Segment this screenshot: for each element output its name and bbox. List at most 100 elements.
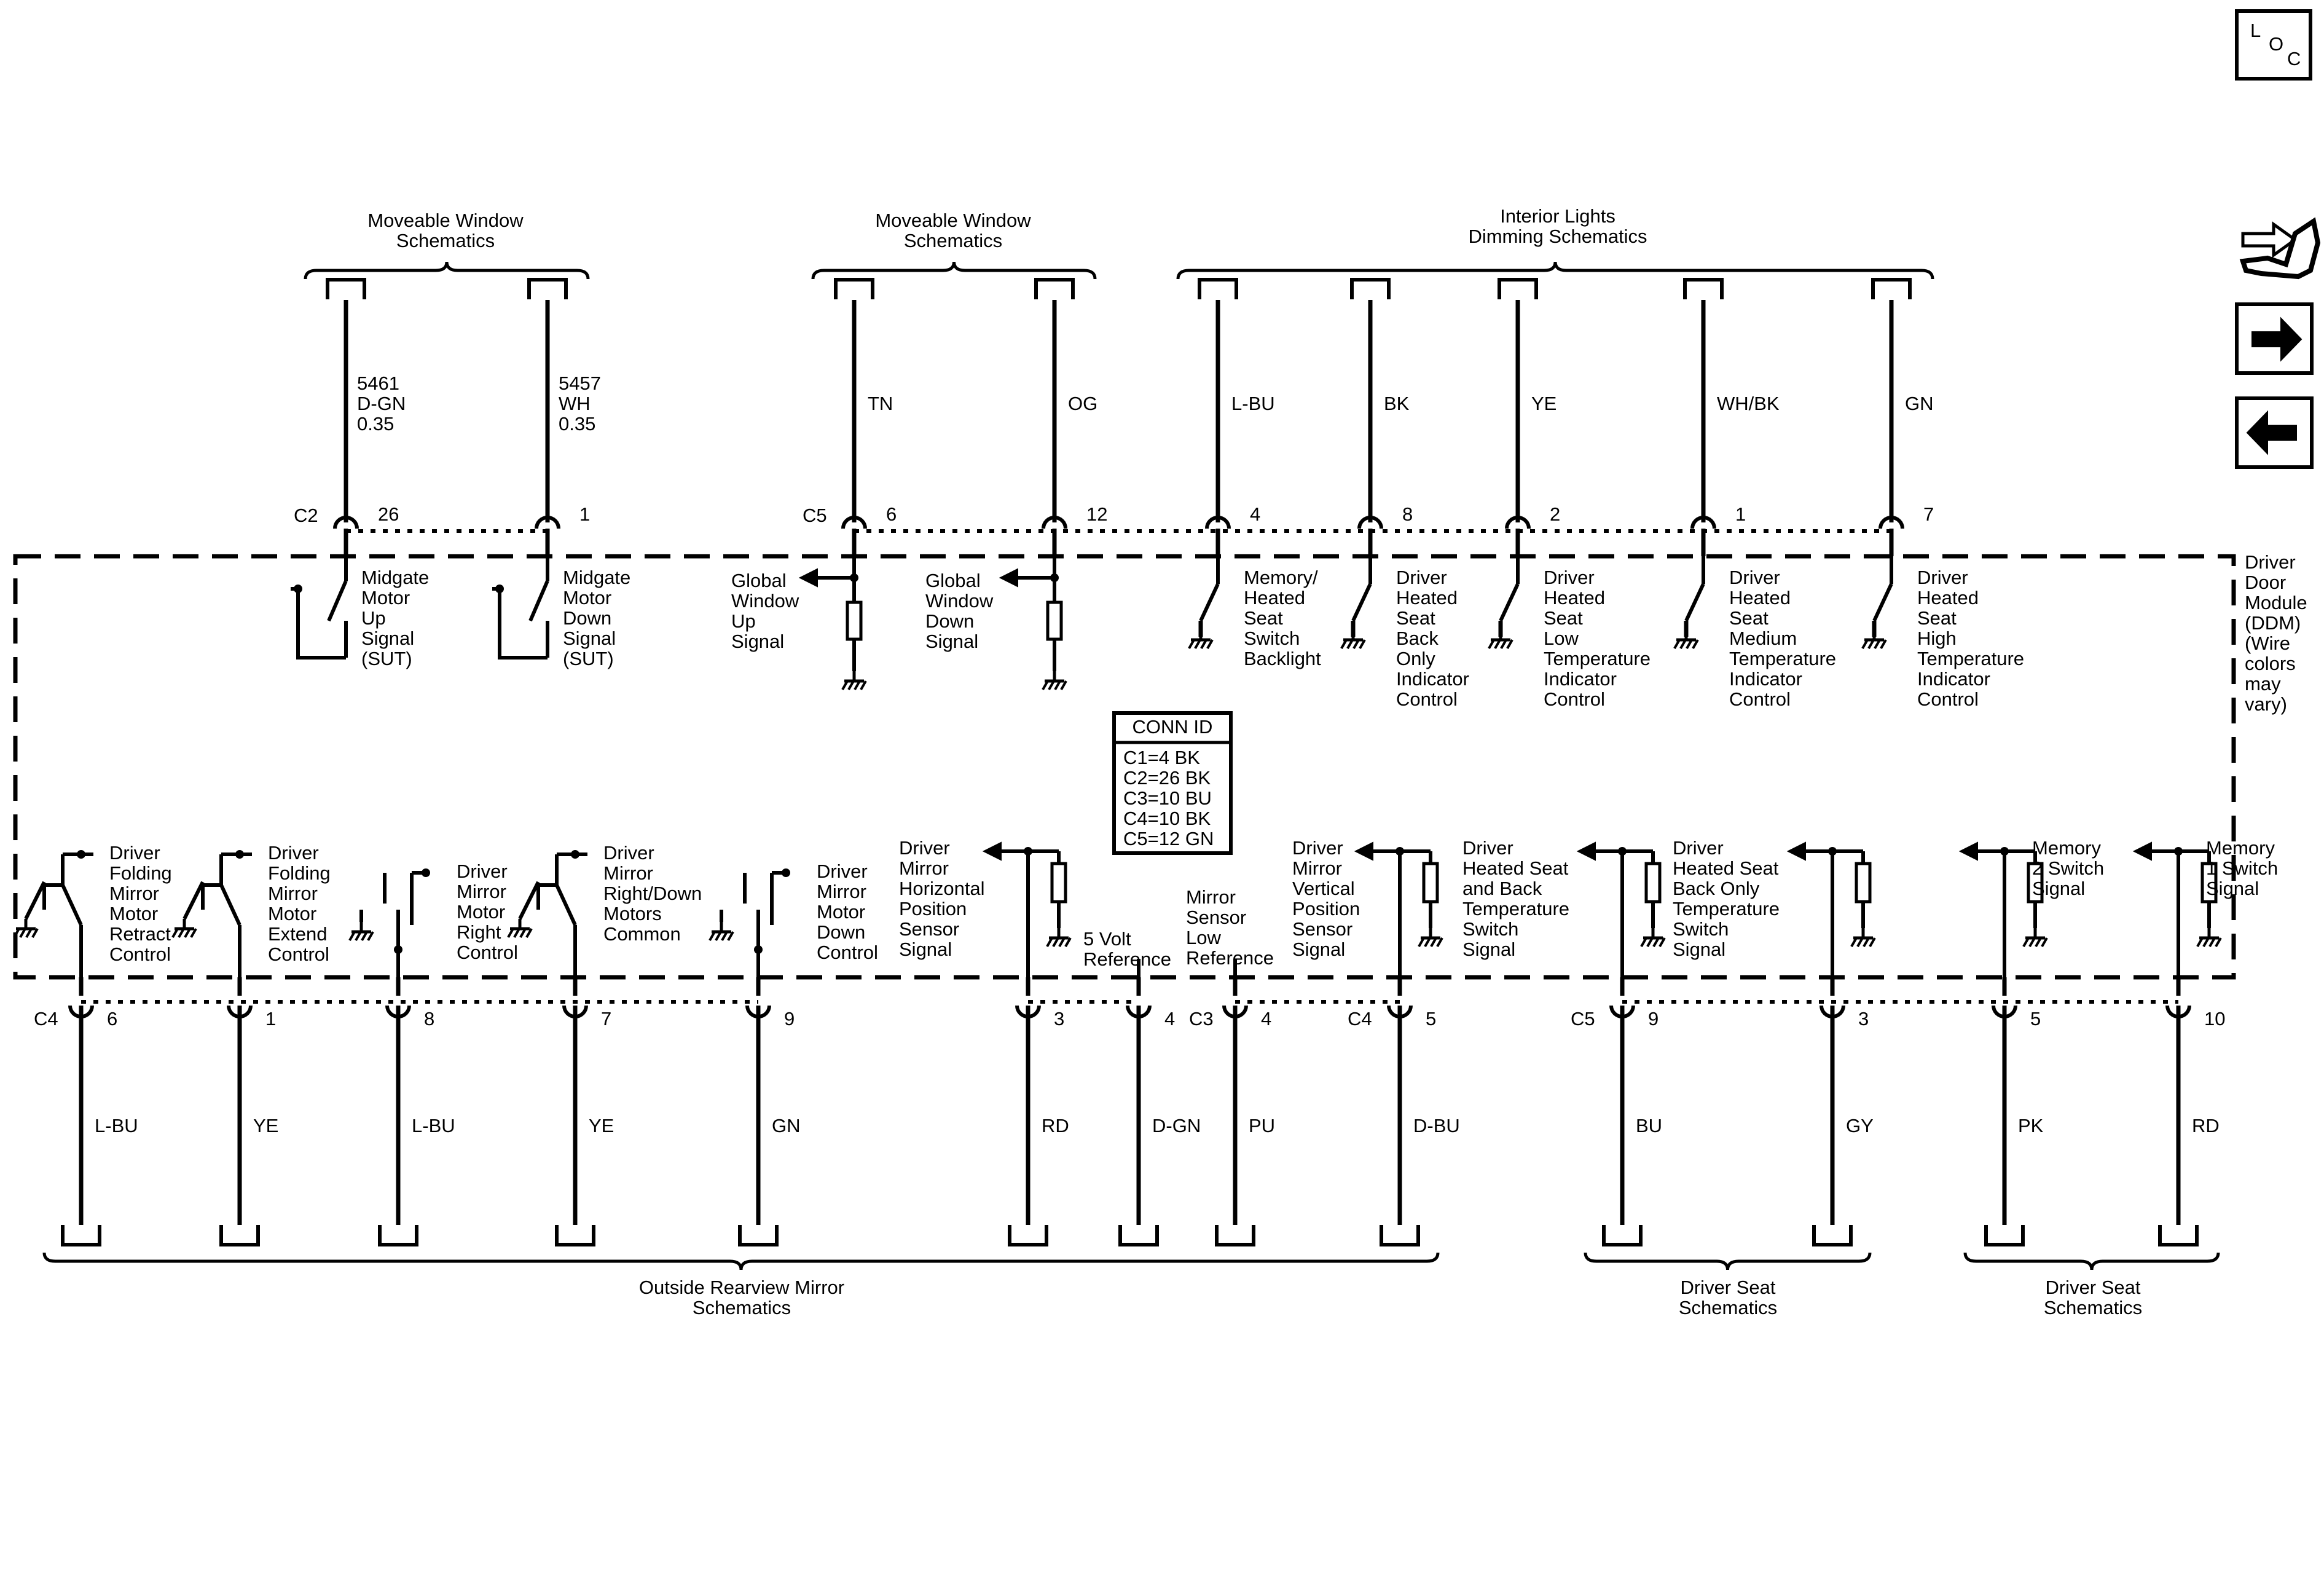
circuit-description: Folding	[109, 862, 172, 884]
circuit-description: Mirror	[603, 862, 653, 884]
module-name: colors	[2245, 653, 2296, 674]
wire-color: D-BU	[1413, 1115, 1460, 1136]
schematic-reference-label: Dimming Schematics	[1468, 226, 1647, 247]
schematic-reference-label: Schematics	[2044, 1297, 2142, 1318]
pin-number: 1	[579, 503, 590, 525]
wire-terminal	[1215, 1225, 1255, 1246]
wire-terminal	[1380, 1225, 1420, 1246]
wire-terminal	[834, 278, 874, 299]
circuit-description: Control	[1729, 688, 1791, 710]
wire-color: BK	[1384, 393, 1410, 414]
circuit-description: Driver	[268, 842, 319, 864]
circuit-description: Seat	[1396, 607, 1435, 629]
loc-letter: C	[2287, 48, 2301, 69]
circuit-description: Midgate	[563, 567, 630, 588]
ground-symbol	[2022, 928, 2048, 947]
circuit-description: Signal	[1292, 939, 1345, 960]
wire-color: PK	[2018, 1115, 2044, 1136]
next-page-arrow-icon[interactable]	[2235, 302, 2314, 375]
circuit-description: Driver	[1673, 837, 1724, 859]
circuit-description: Back	[1396, 628, 1439, 649]
circuit-description: Switch	[1673, 918, 1729, 940]
ground-symbol	[1340, 630, 1366, 649]
connector-end-view-icon[interactable]	[2239, 217, 2321, 280]
pin-number: 1	[265, 1008, 276, 1030]
wire-top-6: YE2DriverHeatedSeatLowTemperatureIndicat…	[1488, 278, 1651, 710]
circuit-description: Motor	[109, 903, 158, 924]
circuit-description: Seat	[1544, 607, 1583, 629]
wire-color: GY	[1846, 1115, 1874, 1136]
circuit-description: Motors	[603, 903, 662, 924]
loc-button[interactable]: LOC	[2235, 9, 2312, 81]
loc-letter: O	[2269, 33, 2283, 55]
wire-color: WH	[559, 393, 591, 414]
wire-gauge: 0.35	[357, 413, 394, 435]
ground-symbol	[1042, 671, 1067, 690]
pin-number: 6	[886, 503, 897, 525]
module-name: Module	[2245, 592, 2307, 613]
schematic-bracket	[304, 261, 590, 280]
pin-number: 3	[1054, 1008, 1064, 1030]
pin-number: 8	[424, 1008, 434, 1030]
wire-color: TN	[868, 393, 893, 414]
circuit-description: Motor	[361, 587, 410, 608]
connector-label: C3	[1189, 1008, 1214, 1030]
wire-terminal	[1118, 1225, 1159, 1246]
circuit-description: Position	[1292, 898, 1360, 919]
wire-color: PU	[1249, 1115, 1275, 1136]
module-name: (DDM)	[2245, 612, 2301, 634]
pin-number: 12	[1086, 503, 1107, 525]
circuit-description: Driver	[899, 837, 950, 859]
circuit-description: Mirror	[109, 883, 159, 904]
circuit-number: 5461	[357, 372, 399, 394]
circuit-description: Midgate	[361, 567, 429, 588]
circuit-description: Control	[1544, 688, 1605, 710]
wire-color: YE	[1531, 393, 1557, 414]
circuit-description: Up	[731, 610, 756, 632]
circuit-description: Reference	[1083, 948, 1171, 970]
wire-terminal	[378, 1225, 418, 1246]
circuit-description: Control	[1396, 688, 1458, 710]
wire-terminal	[1812, 1225, 1853, 1246]
wire-terminal	[527, 278, 568, 299]
schematic-reference-label: Schematics	[693, 1297, 791, 1318]
circuit-description: Driver	[1544, 567, 1595, 588]
circuit-description: Memory	[2032, 837, 2101, 859]
circuit-description: Mirror	[899, 857, 949, 879]
pin-number: 10	[2204, 1008, 2225, 1030]
circuit-description: Motor	[563, 587, 611, 608]
schematic-reference-label: Schematics	[1679, 1297, 1777, 1318]
pin-number: 4	[1250, 503, 1260, 525]
schematic-reference-label: Interior Lights	[1500, 205, 1615, 227]
circuit-description: Signal	[1462, 939, 1515, 960]
circuit-description: Sensor	[1186, 907, 1246, 928]
module-name: (Wire	[2245, 632, 2290, 654]
module-name: Driver	[2245, 551, 2296, 573]
circuit-description: Extend	[268, 923, 328, 945]
circuit-description: Seat	[1244, 607, 1283, 629]
module-name: may	[2245, 673, 2281, 695]
circuit-description: Control	[1917, 688, 1979, 710]
wire-color: RD	[2192, 1115, 2220, 1136]
wire-top-5: BK8DriverHeatedSeatBackOnlyIndicatorCont…	[1340, 278, 1469, 710]
previous-page-arrow-icon[interactable]	[2235, 396, 2314, 469]
pin-number: 7	[1923, 503, 1934, 525]
wire-top-8: GN7DriverHeatedSeatHighTemperatureIndica…	[1861, 278, 2024, 710]
circuit-description: Driver	[1917, 567, 1968, 588]
circuit-description: Global	[925, 570, 981, 591]
circuit-description: Indicator	[1544, 668, 1617, 690]
circuit-description: Signal	[2032, 878, 2085, 899]
wire-terminal	[61, 1225, 101, 1246]
conn-id-row: C4=10 BK	[1123, 808, 1211, 829]
circuit-description: Up	[361, 607, 386, 629]
